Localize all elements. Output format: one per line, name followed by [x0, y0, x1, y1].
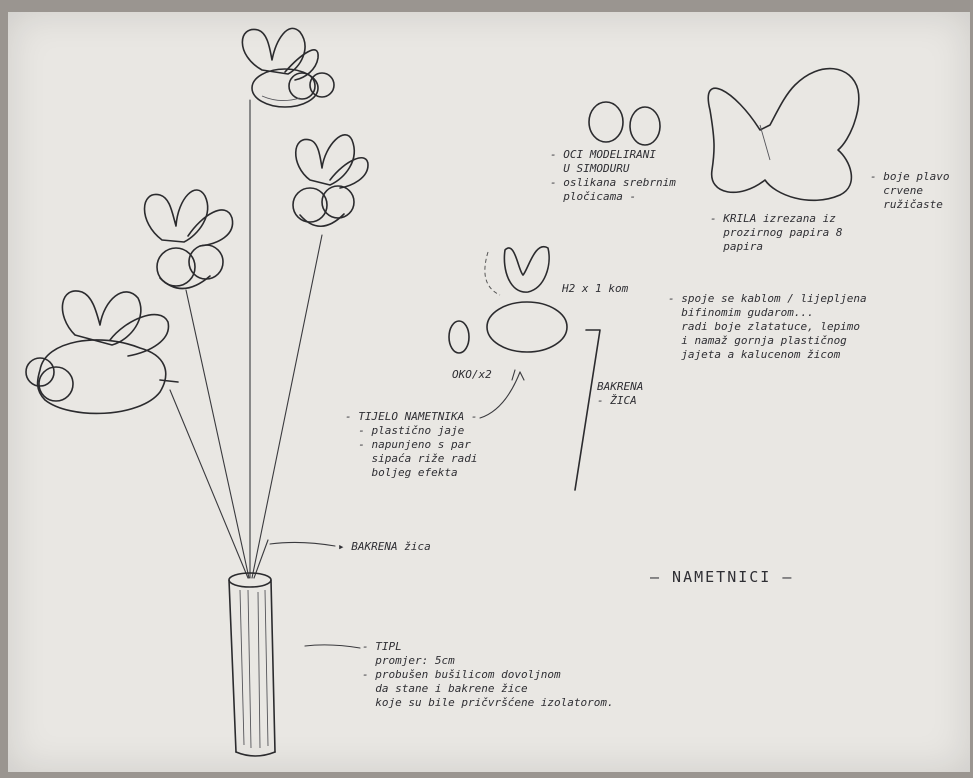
note-wings: - KRILA izrezana iz prozirnog papira 8 p…: [710, 212, 842, 254]
note-copper-wire: ▸ BAKRENA žica: [338, 540, 431, 554]
page-title: — NAMETNICI —: [650, 570, 793, 584]
note-copper-wire-small: BAKRENA - ŽICA: [597, 380, 643, 408]
note-eyes: - OCI MODELIRANI U SIMODURU - oslikana s…: [550, 148, 676, 204]
dowel-vase: [229, 573, 275, 756]
note-joining: - spoje se kablom / lijepljena bifinomim…: [668, 292, 867, 362]
note-dimensions: H2 x 1 kom: [562, 282, 628, 296]
copper-wires: [170, 100, 322, 578]
insect-left: [26, 291, 178, 413]
note-dowel: - TIPL promjer: 5cm - probušen bušilicom…: [362, 640, 614, 710]
insect-top: [242, 28, 334, 107]
eyes-detail: [589, 102, 660, 145]
insect-middle: [145, 190, 233, 289]
insect-right: [293, 135, 368, 226]
label-arrows: [270, 542, 360, 648]
note-colors: - boje plavo crvene ružičaste: [870, 170, 949, 212]
wings-detail: [708, 69, 859, 201]
note-eye: OKO/x2: [452, 368, 492, 382]
note-body: - TIJELO NAMETNIKA - - plastično jaje - …: [345, 410, 477, 480]
